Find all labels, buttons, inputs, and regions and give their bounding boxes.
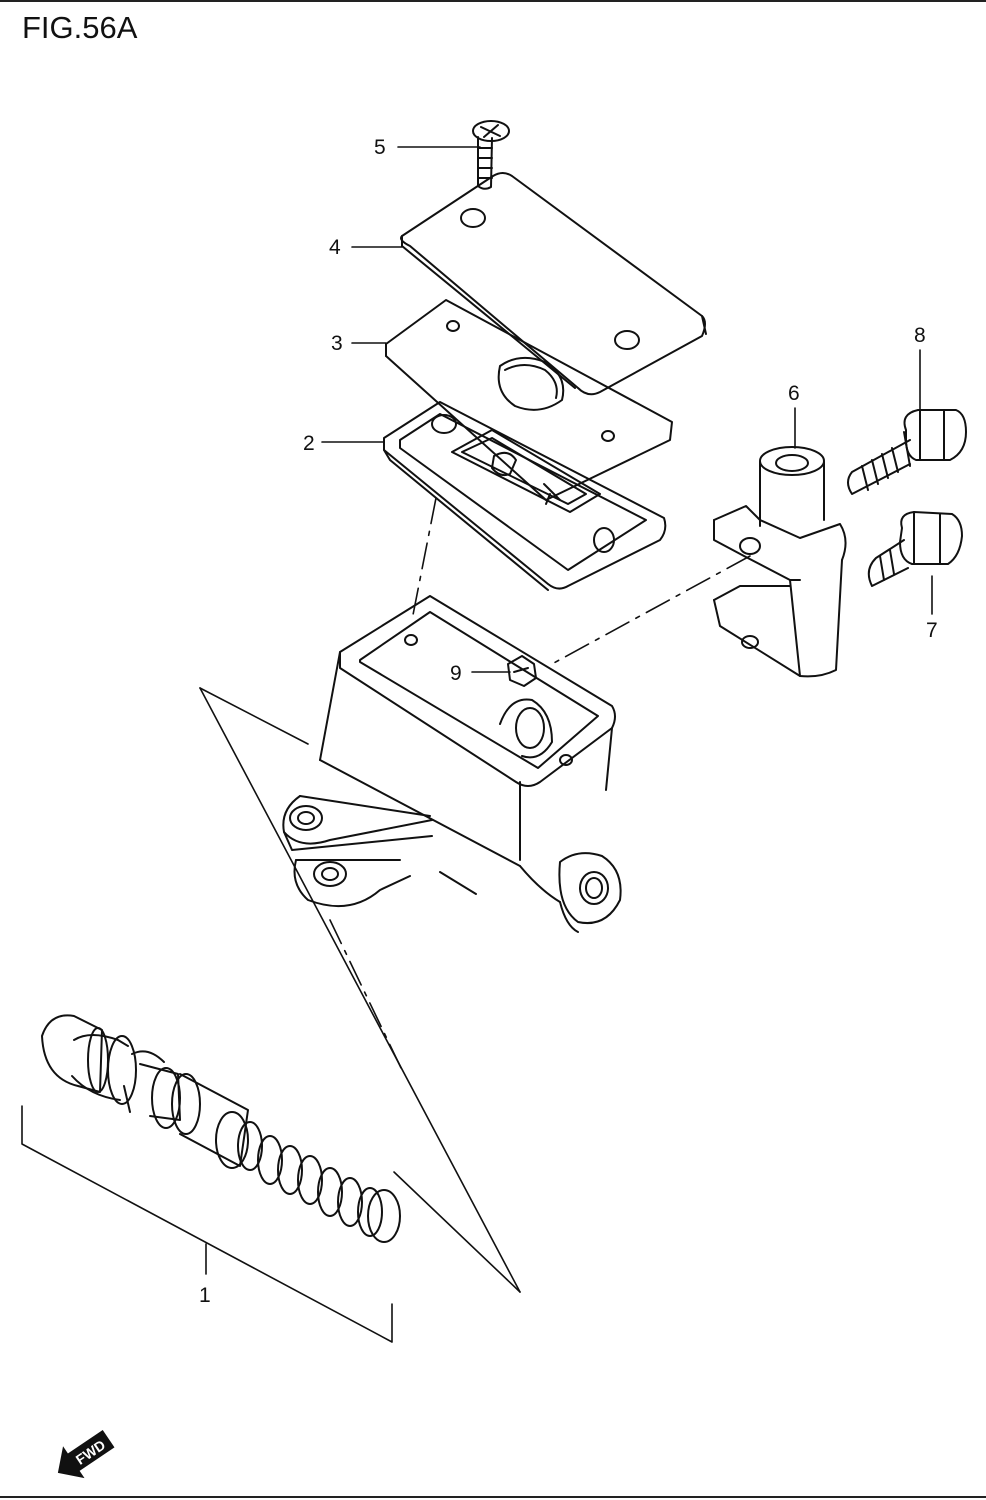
guide-triangle [199,687,521,1293]
callout-5: 5 [374,136,386,159]
part-5-screw [472,120,510,190]
callout-7: 7 [926,619,938,642]
part-1-piston-assembly [41,1014,401,1243]
callout-4: 4 [329,236,341,259]
callout-9: 9 [450,662,462,685]
callout-3: 3 [331,332,343,355]
part-9-plug [507,655,537,687]
part-6-holder [713,446,847,678]
part-4-cap [400,172,707,396]
part-master-cylinder-body [282,595,622,933]
bottom-border [0,1496,986,1498]
figure-title: FIG.56A [22,10,138,45]
callout-labels: 5 4 3 2 6 8 7 9 1 [199,136,938,1307]
callout-8: 8 [914,324,926,347]
part-8-bolt [847,409,967,495]
top-border [0,0,986,2]
callout-6: 6 [788,382,800,405]
assembly-lines [329,497,751,1071]
callout-2: 2 [303,432,315,455]
callout-1: 1 [199,1284,211,1307]
part-1-bracket [21,1105,393,1343]
fwd-arrow-icon: FWD [57,1430,115,1479]
part-7-bolt [867,511,963,587]
part-3-plate [385,299,673,501]
part-2-diaphragm [383,401,667,591]
leader-lines [321,146,933,673]
